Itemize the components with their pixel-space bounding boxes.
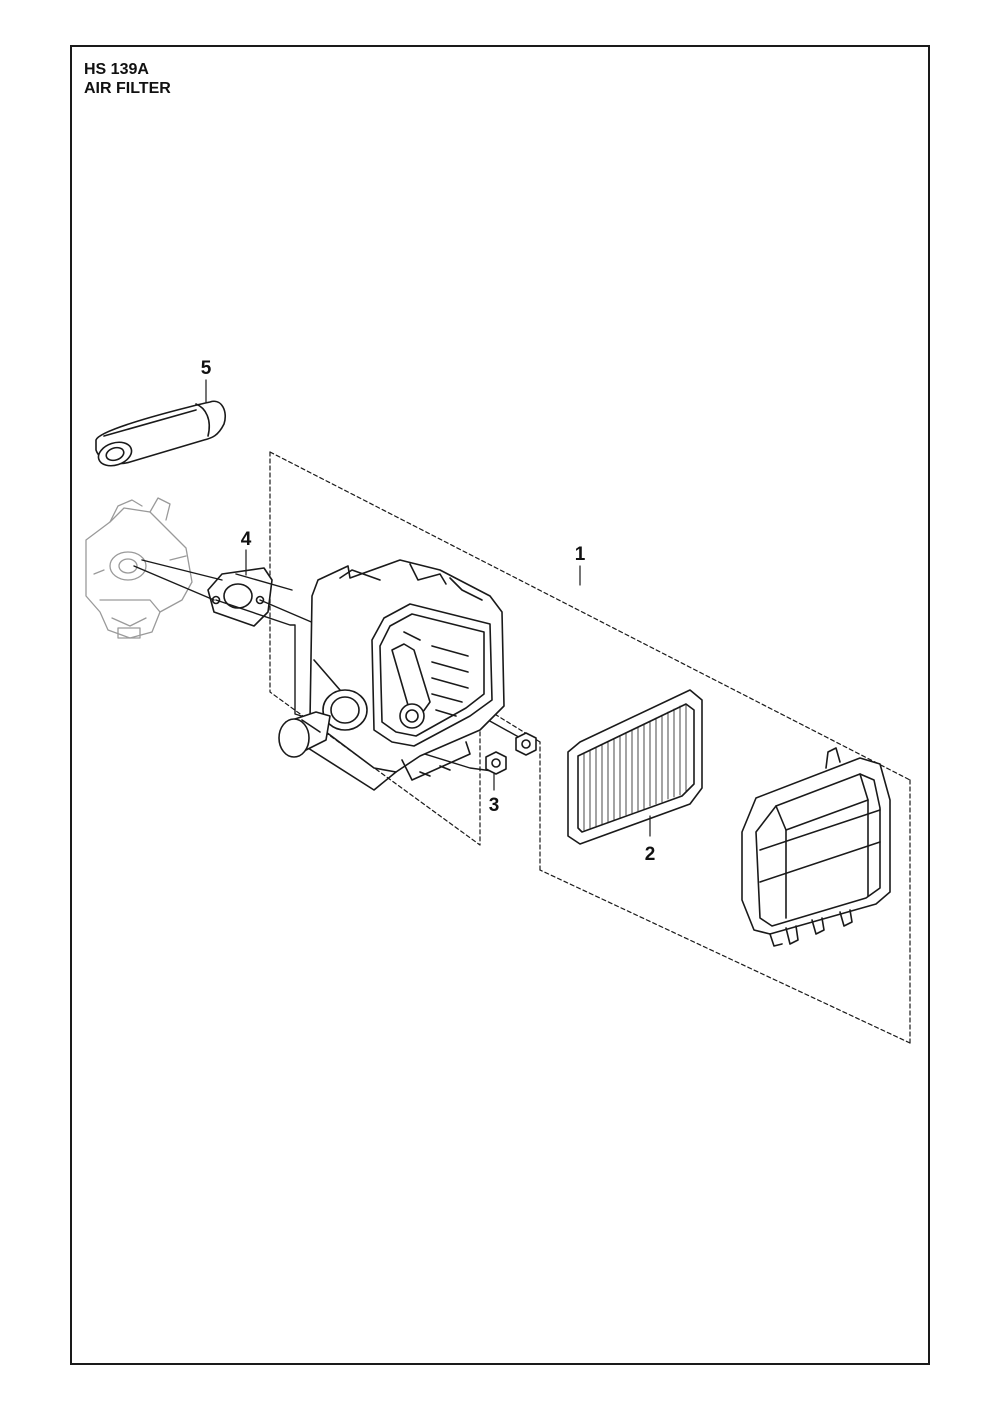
breather-hose-icon [95, 400, 226, 467]
carburetor-icon [85, 497, 193, 639]
callout-4: 4 [241, 529, 252, 550]
drain-cap-icon [278, 711, 331, 758]
filter-cover-icon [741, 747, 891, 947]
air-filter-housing-icon [307, 559, 505, 791]
callout-1: 1 [575, 544, 586, 565]
callout-3: 3 [489, 795, 500, 816]
model-title: HS 139A [84, 61, 149, 78]
callout-leaders [205, 379, 651, 837]
nut-icon [485, 732, 537, 775]
filter-element-icon [567, 689, 703, 845]
assembly-boundary [269, 451, 911, 1044]
page-frame [70, 45, 930, 1365]
callout-5: 5 [201, 358, 212, 379]
section-title: AIR FILTER [84, 80, 171, 97]
gasket-icon [207, 567, 273, 627]
title-block: HS 139A AIR FILTER [84, 60, 171, 98]
callout-2: 2 [645, 844, 656, 865]
